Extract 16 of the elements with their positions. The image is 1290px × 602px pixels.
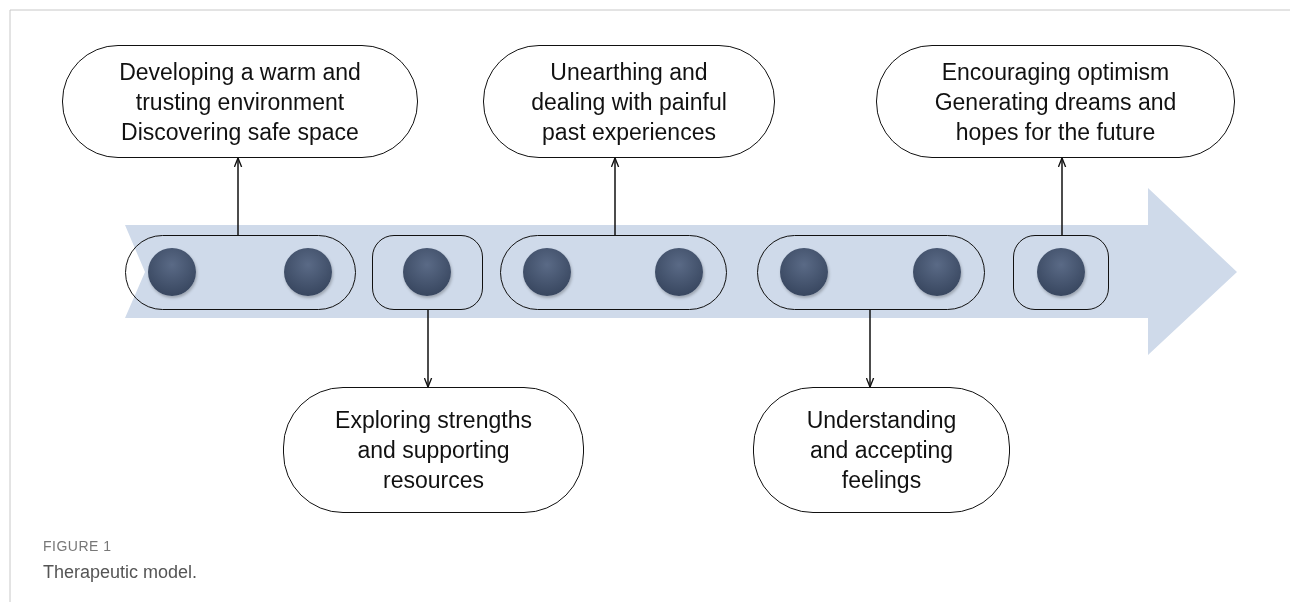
stage-text: Understanding and accepting feelings	[805, 406, 958, 495]
arrow	[610, 157, 620, 236]
arrow	[1057, 157, 1067, 236]
arrow	[423, 309, 433, 388]
stage-capsule	[372, 235, 483, 310]
stage-text: Encouraging optimism	[941, 57, 1170, 87]
stage-text: Unearthing and dealing with painful past experiences	[530, 57, 728, 147]
stage-text: Developing a warm and trusting environment	[118, 57, 362, 117]
stage-text: Discovering safe space	[121, 117, 359, 147]
arrow	[233, 157, 243, 236]
stage-capsule	[1013, 235, 1109, 310]
arrow	[865, 309, 875, 388]
stage-text: Exploring strengths and supporting resources	[334, 406, 533, 495]
caption: Therapeutic model.	[43, 562, 198, 583]
stage-text: Generating dreams and hopes for the future	[933, 87, 1178, 147]
figure-label: FIGURE 1	[43, 538, 112, 554]
